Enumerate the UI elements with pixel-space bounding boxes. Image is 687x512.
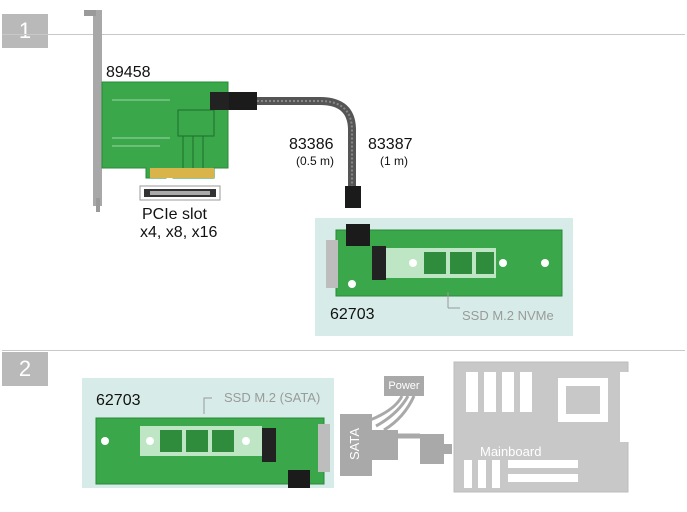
mainboard-label: Mainboard — [480, 444, 542, 459]
step-2-number: 2 — [18, 356, 32, 381]
pcie-slot-sizes: x4, x8, x16 — [140, 224, 218, 241]
mainboard — [453, 361, 630, 493]
m2-sata-adapter-board — [95, 417, 330, 488]
adapter-model-label-1: 62703 — [330, 306, 375, 323]
pcie-slot-title: PCIe slot — [142, 206, 207, 223]
step-1-divider — [2, 34, 685, 35]
pcie-bracket — [84, 10, 102, 212]
step-1-number: 1 — [18, 18, 32, 43]
adapter-model-label-2: 62703 — [96, 392, 141, 409]
pcie-host-card — [101, 81, 232, 179]
step-2-divider — [2, 350, 685, 351]
cable-short-length: (0.5 m) — [296, 154, 335, 168]
sas-cable — [229, 92, 361, 208]
m2-nvme-adapter-board — [326, 224, 563, 297]
sata-label: SATA — [347, 427, 362, 461]
power-label: Power — [388, 380, 420, 392]
ssd-nvme-label: SSD M.2 NVMe — [462, 308, 554, 323]
sata-connector — [340, 395, 452, 476]
cable-long-model: 83387 — [368, 136, 413, 153]
pcie-slot — [139, 185, 221, 201]
cable-short-model: 83386 — [289, 136, 334, 153]
ssd-sata-label: SSD M.2 (SATA) — [224, 390, 321, 405]
cable-long-length: (1 m) — [380, 154, 408, 168]
ssd-sata-callout — [203, 397, 212, 414]
step-1-badge: 1 — [2, 14, 48, 48]
step-2-badge: 2 — [2, 352, 48, 386]
card-model-label: 89458 — [106, 64, 151, 81]
power-connector — [384, 376, 424, 396]
